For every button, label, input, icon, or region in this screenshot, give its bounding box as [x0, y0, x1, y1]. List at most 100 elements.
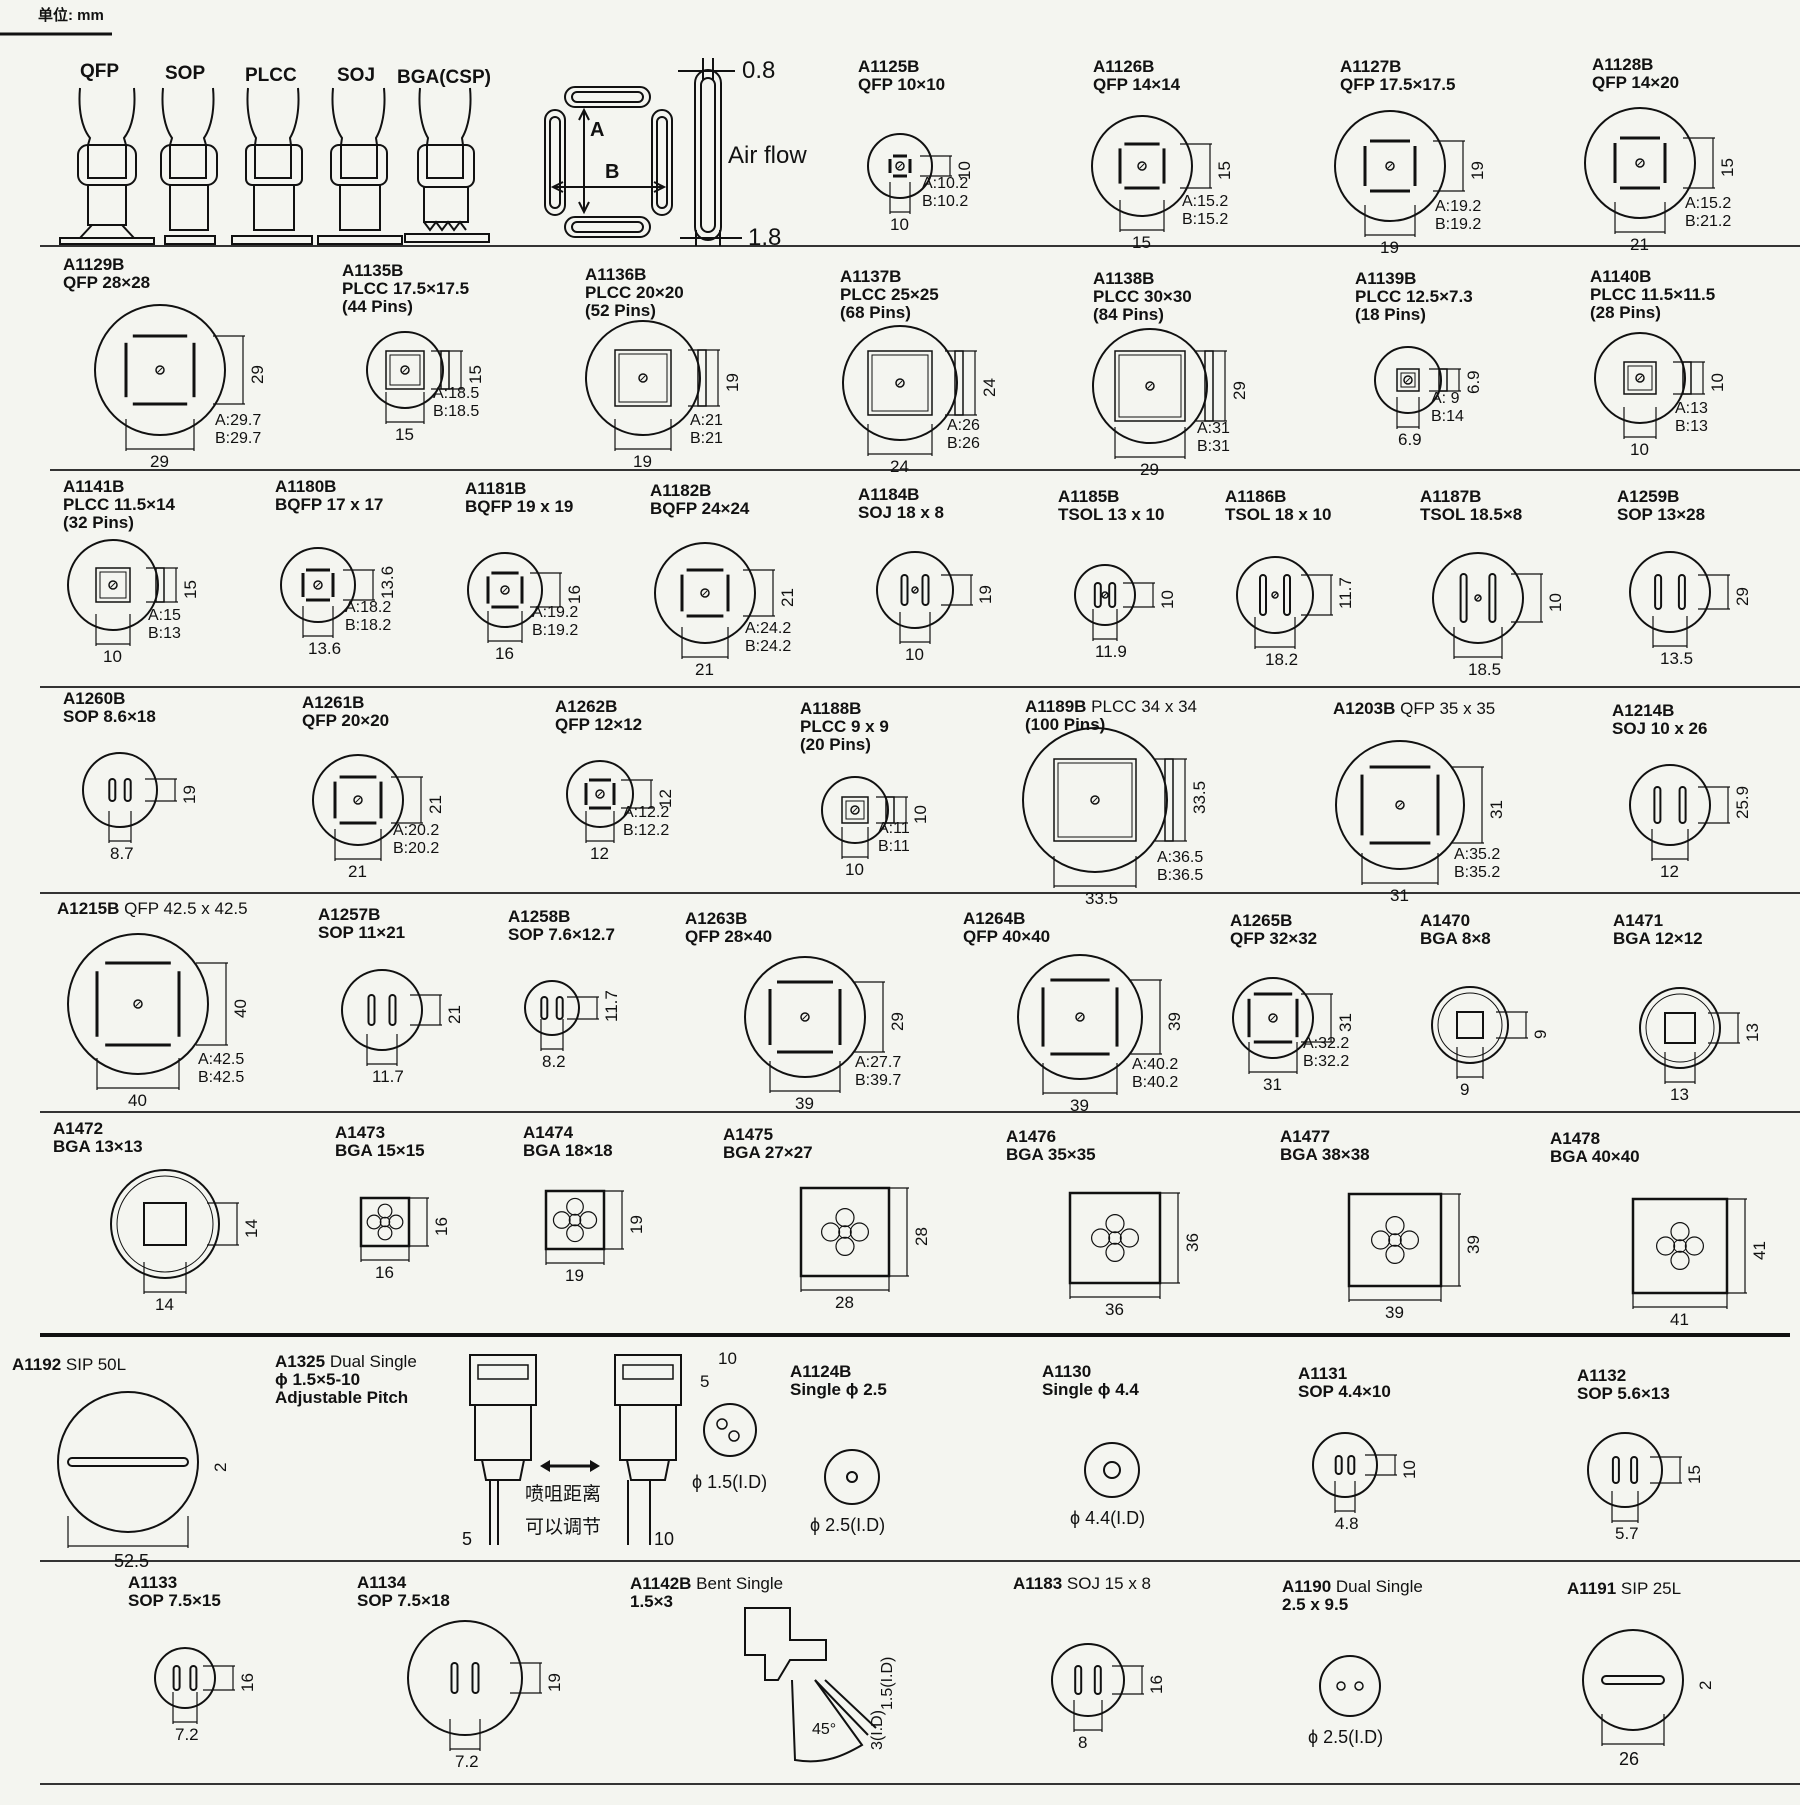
dimension-label: 19	[565, 1266, 584, 1285]
part-spec-line: ϕ 1.5×5-10	[275, 1369, 361, 1389]
ab-value-b: B:18.2	[345, 617, 392, 634]
ab-value-b: B:32.2	[1303, 1053, 1350, 1070]
dimension-label: 8.7	[110, 844, 134, 863]
part-code: A1127B	[1340, 57, 1402, 76]
dimension-label: 33.5	[1085, 889, 1119, 908]
part-spec-line: BGA 35×35	[1006, 1144, 1096, 1164]
a1325-top-10: 10	[718, 1349, 737, 1368]
dimension-label: 26	[1619, 1749, 1640, 1769]
dimension-label: 10	[1158, 590, 1177, 609]
part-spec-line: BGA 15×15	[335, 1140, 425, 1160]
ab-value-a: A: 9	[1431, 390, 1460, 407]
dimension-label: 3(I.D)	[869, 1710, 886, 1750]
dimension-label: 2	[211, 1462, 230, 1472]
dimension-label: 24	[890, 457, 909, 476]
part-spec-line: PLCC 30×30	[1093, 286, 1192, 306]
ab-value-b: B:15.2	[1182, 211, 1229, 228]
dimension-label: 16	[1147, 1675, 1166, 1694]
ab-value-a: A:18.2	[345, 599, 392, 616]
dimension-label: 39	[1165, 1012, 1184, 1031]
part-code: A1132	[1577, 1366, 1627, 1385]
ab-value-a: A:15	[148, 607, 181, 624]
ab-value-a: A:40.2	[1132, 1056, 1179, 1073]
part-code: A1139B	[1355, 269, 1417, 288]
part-code: A1265B	[1230, 911, 1293, 930]
dimension-label: 21	[445, 1005, 464, 1024]
part-code: A1133	[128, 1573, 178, 1592]
dimension-label: 16	[238, 1673, 257, 1692]
dimension-label: 13.6	[378, 565, 397, 599]
part-code: A1262B	[555, 697, 618, 716]
dimension-label: 2	[1696, 1680, 1715, 1690]
part-spec-line: BGA 12×12	[1613, 928, 1703, 948]
dimension-label: 13	[1670, 1085, 1689, 1104]
nozzle-qfp-drawing	[59, 87, 155, 245]
dimension-label: 11.7	[1336, 577, 1355, 609]
ab-value-b: B:14	[1431, 408, 1464, 425]
part-spec-line: (44 Pins)	[342, 296, 413, 316]
part-spec-line: Dual Single	[1331, 1577, 1423, 1596]
part-spec-line: (18 Pins)	[1355, 304, 1426, 324]
dimension-label: 28	[912, 1227, 931, 1246]
part-header: A1192 SIP 50L	[12, 1356, 126, 1374]
part-spec-line: QFP 10×10	[858, 74, 946, 94]
part-spec-line: BGA 8×8	[1420, 928, 1491, 948]
part-code: A1130	[1042, 1362, 1092, 1381]
dimension-label: 45°	[812, 1721, 837, 1738]
nozzle-sop-drawing	[160, 87, 218, 245]
part-spec-line: SOJ 10 x 26	[1612, 718, 1708, 738]
dimension-label: 19	[180, 785, 199, 804]
part-spec-line: (20 Pins)	[800, 734, 871, 754]
part-spec-line: BGA 18×18	[523, 1140, 613, 1160]
dimension-label: 13.6	[308, 639, 342, 658]
dimension-label: 10	[845, 860, 864, 879]
part-spec-line: SOJ 18 x 8	[858, 502, 945, 522]
dimension-label: 29	[1733, 587, 1752, 606]
ab-value-a: A:42.5	[198, 1051, 245, 1068]
dimension-label: 21	[348, 862, 367, 881]
ab-value-b: B:11	[878, 838, 910, 855]
part-code: A1191	[1567, 1579, 1617, 1598]
dimension-label: 6.9	[1464, 370, 1483, 394]
part-spec-line: (28 Pins)	[1590, 302, 1661, 322]
dimension-label: 15	[395, 425, 414, 444]
dimension-label: 21	[778, 588, 797, 607]
dimension-label: 10	[1630, 440, 1649, 459]
dimension-label: ϕ 4.4(I.D)	[1070, 1508, 1146, 1528]
ab-value-a: A:35.2	[1454, 846, 1501, 863]
dimension-label: 19	[1380, 238, 1399, 257]
airflow-label-a: A	[590, 119, 605, 141]
part-spec-line: PLCC 17.5×17.5	[342, 278, 470, 298]
ab-value-b: B:13	[1675, 418, 1708, 435]
airflow-label: Air flow	[728, 142, 807, 169]
dimension-label: 15	[1215, 161, 1234, 180]
ab-value-b: B:35.2	[1454, 864, 1501, 881]
ab-value-b: B:13	[148, 625, 181, 642]
ab-value-b: B:20.2	[393, 840, 440, 857]
part-spec-line: BGA 27×27	[723, 1142, 813, 1162]
part-spec-line: BQFP 19 x 19	[465, 496, 574, 516]
part-code: A1135B	[342, 261, 404, 280]
dimension-label: 7.2	[175, 1725, 199, 1744]
ab-value-b: B:21.2	[1685, 213, 1732, 230]
dimension-label: 39	[1070, 1096, 1089, 1115]
part-spec-line: (32 Pins)	[63, 512, 134, 532]
dimension-label: 12	[1660, 862, 1679, 881]
ab-value-b: B:19.2	[532, 622, 579, 639]
